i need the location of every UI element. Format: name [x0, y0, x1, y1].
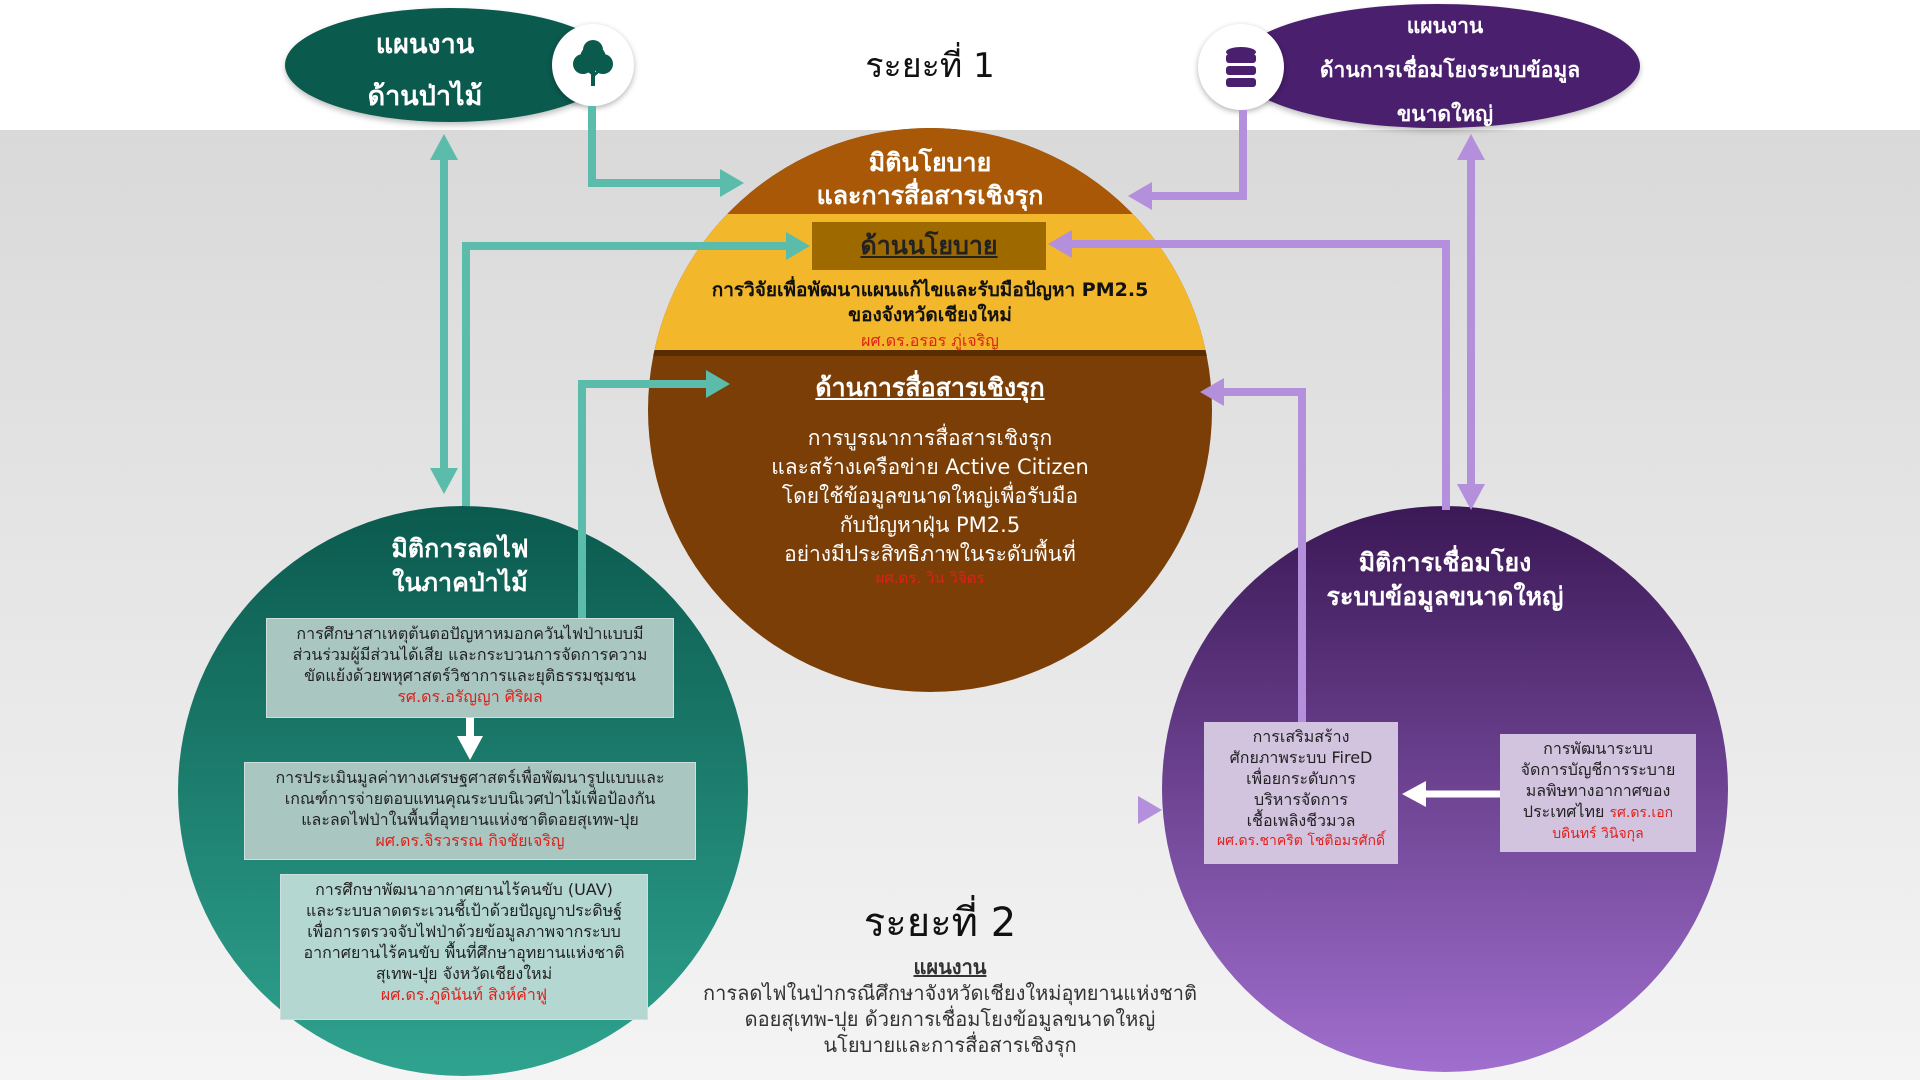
policy-project-line2: ของจังหวัดเชียงใหม่: [848, 304, 1012, 326]
bigdata-plan-line2: ด้านการเชื่อมโยงระบบข้อมูล: [1319, 58, 1581, 82]
communication-line: กับปัญหาฝุ่น PM2.5: [839, 513, 1021, 537]
forest-project-3-line: สุเทพ-ปุย จังหวัดเชียงใหม่: [375, 964, 553, 983]
tree-icon: [552, 24, 634, 106]
communication-line: การบูรณาการสื่อสารเชิงรุก: [807, 426, 1053, 450]
policy-circle-title-line1: มิตินโยบาย: [868, 148, 992, 177]
communication-author: ผศ.ดร. วิน วิจิตร: [875, 569, 985, 587]
phase2-plan: แผนงาน การลดไฟในป่ากรณีศึกษาจังหวัดเชียง…: [680, 954, 1220, 1058]
database-icon: [1198, 24, 1284, 110]
forest-project-1-line: ขัดแย้งด้วยพหุศาสตร์วิชาการและยุติธรรมชุ…: [304, 666, 636, 685]
forest-project-3-line: การศึกษาพัฒนาอากาศยานไร้คนขับ (UAV): [315, 880, 613, 899]
bigdata-project-fired-line: ศักยภาพระบบ FireD: [1229, 748, 1373, 767]
forest-project-3-line: เพื่อการตรวจจับไฟป่าด้วยข้อมูลภาพจากระบบ: [307, 922, 621, 941]
forest-circle-title-line2: ในภาคป่าไม้: [392, 568, 528, 597]
phase2-plan-line: ดอยสุเทพ-ปุย ด้วยการเชื่อมโยงข้อมูลขนาดใ…: [744, 1007, 1156, 1031]
forest-project-1: การศึกษาสาเหตุต้นตอปัญหาหมอกควันไฟป่าแบบ…: [266, 618, 674, 718]
forest-circle-title-line1: มิติการลดไฟ: [391, 534, 529, 563]
forest-project-1-line: การศึกษาสาเหตุต้นตอปัญหาหมอกควันไฟป่าแบบ…: [296, 624, 644, 643]
communication-line: โดยใช้ข้อมูลขนาดใหญ่เพื่อรับมือ: [781, 484, 1079, 508]
policy-circle: [648, 128, 1212, 692]
forest-circle-title: มิติการลดไฟ ในภาคป่าไม้: [330, 532, 590, 600]
forest-project-2-author: ผศ.ดร.จิรวรรณ กิจชัยเจริญ: [375, 831, 565, 850]
forest-project-3-line: และระบบลาดตระเวนชี้เป้าด้วยปัญญาประดิษฐ์: [305, 901, 623, 920]
forest-project-2: การประเมินมูลค่าทางเศรษฐศาสตร์เพื่อพัฒนา…: [244, 762, 696, 860]
bigdata-circle-title-line2: ระบบข้อมูลขนาดใหญ่: [1326, 582, 1564, 611]
forest-project-2-line: เกณฑ์การจ่ายตอบแทนคุณระบบนิเวศป่าไม้เพื่…: [284, 789, 656, 808]
communication-line: อย่างมีประสิทธิภาพในระดับพื้นที่: [784, 542, 1076, 566]
phase1-label: ระยะที่ 1: [865, 46, 995, 86]
policy-circle-divider: [648, 350, 1212, 356]
phase2-plan-line: การลดไฟในป่ากรณีศึกษาจังหวัดเชียงใหม่อุท…: [703, 981, 1197, 1005]
forest-project-3-author: ผศ.ดร.ภูดินันท์ สิงห์คำฟู: [380, 985, 548, 1004]
communication-heading: ด้านการสื่อสารเชิงรุก: [815, 373, 1045, 402]
policy-circle-title-line2: และการสื่อสารเชิงรุก: [816, 181, 1044, 210]
policy-heading: ด้านนโยบาย: [812, 222, 1046, 270]
bigdata-circle-title: มิติการเชื่อมโยง ระบบข้อมูลขนาดใหญ่: [1290, 546, 1600, 614]
bigdata-project-fired-line: เชื้อเพลิงชีวมวล: [1246, 811, 1356, 830]
bigdata-project-fired-line: เพื่อยกระดับการ: [1246, 769, 1356, 788]
bigdata-project-emission: การพัฒนาระบบ จัดการบัญชีการระบาย มลพิษทา…: [1500, 734, 1696, 852]
phase2-label: ระยะที่ 2: [863, 900, 1017, 946]
bigdata-project-fired-line: บริหารจัดการ: [1254, 790, 1348, 809]
phase2-plan-heading: แผนงาน: [913, 955, 987, 979]
policy-circle-title: มิตินโยบาย และการสื่อสารเชิงรุก: [730, 146, 1130, 212]
forest-project-2-line: และลดไฟป่าในพื้นที่อุทยานแห่งชาติดอยสุเท…: [301, 810, 639, 829]
bigdata-circle-title-line1: มิติการเชื่อมโยง: [1358, 548, 1532, 577]
bigdata-project-emission-author: บดินทร์ วินิจกุล: [1552, 826, 1644, 842]
communication-project: การบูรณาการสื่อสารเชิงรุก และสร้างเครือข…: [700, 424, 1160, 587]
forest-plan-line2: ด้านป่าไม้: [367, 81, 483, 112]
bigdata-project-emission-line: มลพิษทางอากาศของ: [1525, 781, 1671, 800]
policy-project-line1: การวิจัยเพื่อพัฒนาแผนแก้ไขและรับมือปัญหา…: [711, 279, 1149, 301]
bigdata-project-emission-line: ประเทศไทย รศ.ดร.เอก: [1506, 801, 1690, 824]
bigdata-plan-line3: ขนาดใหญ่: [1396, 102, 1494, 126]
forest-project-2-line: การประเมินมูลค่าทางเศรษฐศาสตร์เพื่อพัฒนา…: [275, 768, 665, 787]
bigdata-project-emission-line: การพัฒนาระบบ: [1543, 739, 1653, 758]
bigdata-project-emission-line: จัดการบัญชีการระบาย: [1520, 760, 1676, 779]
bigdata-project-emission-author: รศ.ดร.เอก: [1609, 805, 1674, 821]
bigdata-project-fired-author: ผศ.ดร.ชาคริต โชติอมรศักดิ์: [1216, 833, 1386, 849]
forest-plan-line1: แผนงาน: [375, 29, 475, 60]
policy-project-author: ผศ.ดร.อรอร ภู่เจริญ: [861, 331, 999, 350]
communication-line: และสร้างเครือข่าย Active Citizen: [771, 455, 1089, 479]
forest-project-3-line: อากาศยานไร้คนขับ พื้นที่ศึกษาอุทยานแห่งช…: [303, 943, 625, 962]
bigdata-plan-oval: แผนงาน ด้านการเชื่อมโยงระบบข้อมูล ขนาดให…: [1235, 4, 1640, 128]
forest-project-1-line: ส่วนร่วมผู้มีส่วนได้เสีย และกระบวนการจัด…: [292, 645, 648, 664]
policy-project: การวิจัยเพื่อพัฒนาแผนแก้ไขและรับมือปัญหา…: [680, 278, 1180, 353]
bigdata-project-emission-country: ประเทศไทย: [1522, 802, 1605, 821]
bigdata-plan-line1: แผนงาน: [1406, 14, 1484, 38]
bigdata-project-fired-line: การเสริมสร้าง: [1252, 727, 1350, 746]
bigdata-project-fired: การเสริมสร้าง ศักยภาพระบบ FireD เพื่อยกร…: [1204, 722, 1398, 864]
forest-project-3: การศึกษาพัฒนาอากาศยานไร้คนขับ (UAV) และร…: [280, 874, 648, 1020]
forest-project-1-author: รศ.ดร.อรัญญา ศิริผล: [397, 687, 543, 706]
phase2-plan-line: นโยบายและการสื่อสารเชิงรุก: [823, 1033, 1077, 1057]
